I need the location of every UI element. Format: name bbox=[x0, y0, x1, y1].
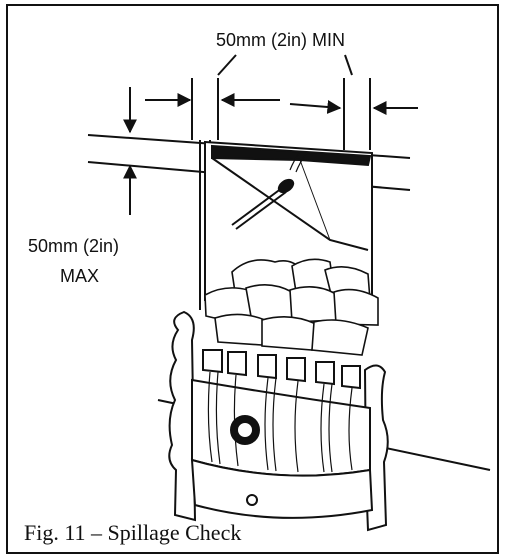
coal-bed bbox=[204, 258, 379, 356]
max-gap-label-line1: 50mm (2in) bbox=[28, 236, 119, 256]
max-gap-label-line2: MAX bbox=[60, 266, 99, 286]
min-gap-dimension bbox=[145, 54, 418, 150]
figure-caption: Fig. 11 – Spillage Check bbox=[24, 520, 242, 545]
min-gap-label: 50mm (2in) MIN bbox=[216, 30, 345, 50]
fret-bars bbox=[207, 371, 353, 473]
smoke-match bbox=[231, 151, 307, 230]
